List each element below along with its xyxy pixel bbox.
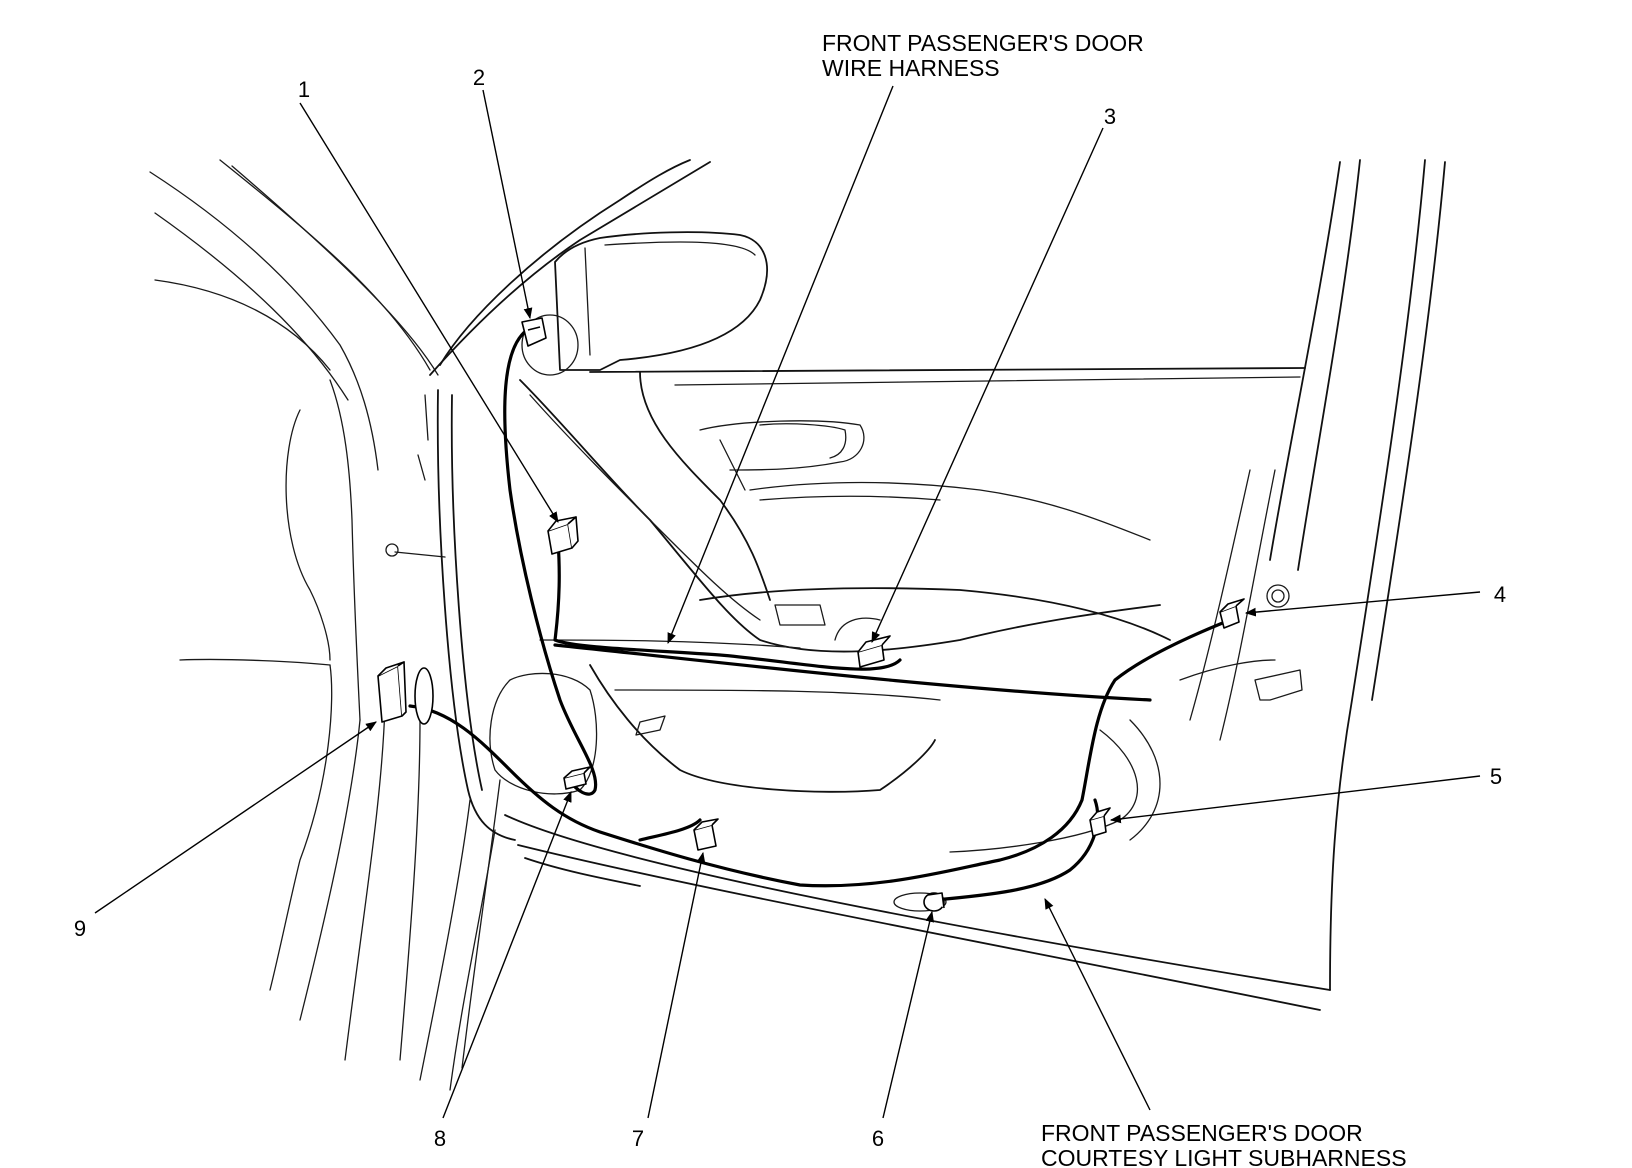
door-frame	[429, 159, 1446, 1011]
harness-label-line-2: WIRE HARNESS	[822, 55, 1000, 81]
harness-label-line-1: FRONT PASSENGER'S DOOR	[822, 30, 1144, 56]
callout-5: 5	[1490, 764, 1502, 789]
callout-8: 8	[434, 1126, 446, 1151]
callout-1: 1	[298, 77, 310, 102]
subharness-label-line-2: COURTESY LIGHT SUBHARNESS	[1041, 1145, 1407, 1168]
connector-7	[693, 818, 719, 851]
connectors	[377, 317, 1245, 912]
connector-5	[1089, 807, 1111, 837]
subharness-label-line-1: FRONT PASSENGER'S DOOR	[1041, 1120, 1363, 1146]
callout-7: 7	[632, 1126, 644, 1151]
connector-4	[1219, 598, 1245, 629]
connector-6	[923, 892, 945, 912]
callout-numbers: 1 2 3 4 5 6 7 8 9	[74, 65, 1506, 1151]
wire-harness-main	[408, 328, 1232, 888]
callout-9: 9	[74, 916, 86, 941]
connector-3	[857, 635, 891, 668]
callout-4: 4	[1494, 582, 1506, 607]
vehicle-body-outline	[149, 159, 501, 1091]
callout-2: 2	[473, 65, 485, 90]
connector-8	[563, 766, 591, 790]
callout-6: 6	[872, 1126, 884, 1151]
connector-9	[377, 661, 434, 725]
connector-2	[521, 317, 547, 347]
callout-3: 3	[1104, 104, 1116, 129]
harness-label: FRONT PASSENGER'S DOOR WIRE HARNESS	[822, 30, 1144, 81]
leader-lines	[94, 85, 1481, 1119]
subharness-label: FRONT PASSENGER'S DOOR COURTESY LIGHT SU…	[1041, 1120, 1407, 1168]
connector-1	[547, 516, 579, 555]
